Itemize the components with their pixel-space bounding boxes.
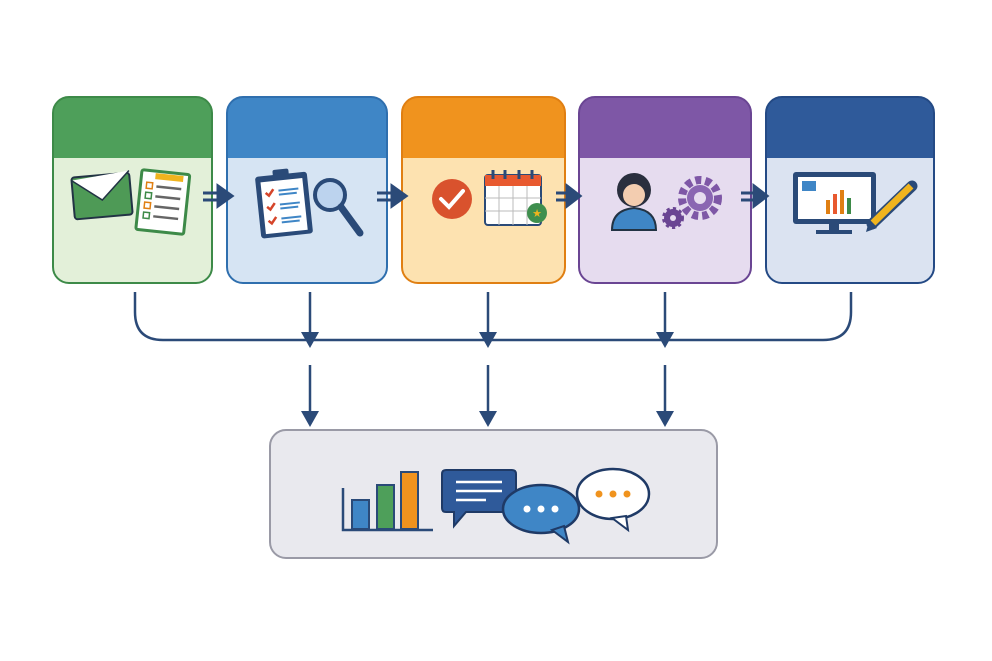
magnifier-icon [313, 178, 364, 237]
arrow-down-icon [301, 411, 319, 427]
stage-arrows [203, 182, 770, 210]
stage-header [402, 97, 565, 158]
arrow-down-icon [479, 332, 497, 348]
checklist-icon [134, 168, 192, 236]
double-arrow-icon [203, 183, 235, 209]
clipboard-icon [255, 168, 313, 239]
arrow-down-icon [301, 332, 319, 348]
stage-card-review [227, 97, 387, 283]
checkmark-circle-icon [432, 179, 472, 219]
arrow-down-icon [479, 411, 497, 427]
person-icon [610, 173, 658, 231]
connector-arrowheads [301, 332, 674, 427]
stage-card-processing [579, 97, 751, 283]
monitor-chart-icon [793, 172, 876, 234]
chat-bubbles-icon [441, 467, 651, 545]
bar-chart-icon [341, 471, 433, 532]
double-arrow-icon [556, 182, 583, 210]
arrow-down-icon [656, 411, 674, 427]
pencil-icon [866, 180, 918, 232]
svg-text:★: ★ [532, 208, 542, 220]
gears-icon [662, 176, 722, 229]
envelope-icon [70, 170, 134, 221]
connector-lines [133, 292, 853, 415]
arrow-down-icon [656, 332, 674, 348]
stage-header [766, 97, 934, 158]
double-arrow-icon [377, 183, 409, 209]
calendar-icon: ★ [484, 170, 547, 226]
stage-card-approval [402, 97, 565, 283]
stage-header [227, 97, 387, 158]
stage-header [579, 97, 751, 158]
stage-header [53, 97, 212, 158]
double-arrow-icon [741, 182, 770, 210]
